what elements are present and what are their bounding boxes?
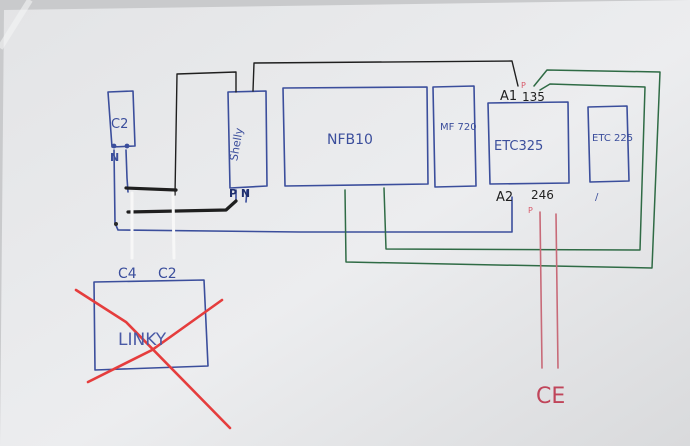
etc225-label: ETC 225 [592,133,633,144]
green-wire-inner [383,83,646,251]
paper-fold-edge [0,0,33,50]
neutral-wire [113,149,513,233]
linky-cross-stroke-1 [74,288,232,430]
etc325-label: ETC325 [494,139,543,154]
c2-dot-right [124,143,130,149]
junction-dot [114,222,118,226]
c2-lead-label: C2 [158,266,177,282]
etc225-box [587,105,630,183]
etc-tick-label: / [595,192,599,203]
black-wire-top-loop [174,71,237,196]
linky-box [93,279,209,371]
linky-label: LINKY [118,330,167,350]
nfb10-label: NFB10 [327,132,373,148]
c2-terminal-label: N [110,151,119,164]
p-bottom-label: P [528,206,533,215]
linky-cross-stroke-2 [86,298,224,384]
c2-box-label: C2 [111,117,128,132]
c2-dot-left [111,143,117,149]
shelly-terminals-label: P N [229,187,250,200]
c2-box [107,90,136,148]
green-wire-outer [344,69,661,269]
a2-label: A2 [496,190,513,205]
black-wire-thick-2 [126,199,238,214]
c4-lead-label: C4 [118,266,137,282]
shelly-n-wire [245,189,248,203]
p-top-label: P [521,81,526,90]
shelly-label: Shelly [227,126,246,162]
terminals-top-label: 135 [522,90,545,104]
ce-wire-right [555,213,559,369]
terminals-bottom-label: 246 [531,188,554,202]
nfb10-box [282,86,429,187]
a1-label: A1 [500,89,517,104]
ce-label: CE [536,384,565,409]
black-wire-thick-1 [124,186,178,192]
ce-wire-left [539,211,543,369]
etc325-box [487,101,570,185]
mf720-label: MF 720 [440,122,477,133]
c2-lead [171,191,176,260]
black-wire-top-bridge [252,60,519,92]
mf720-box [432,85,477,188]
